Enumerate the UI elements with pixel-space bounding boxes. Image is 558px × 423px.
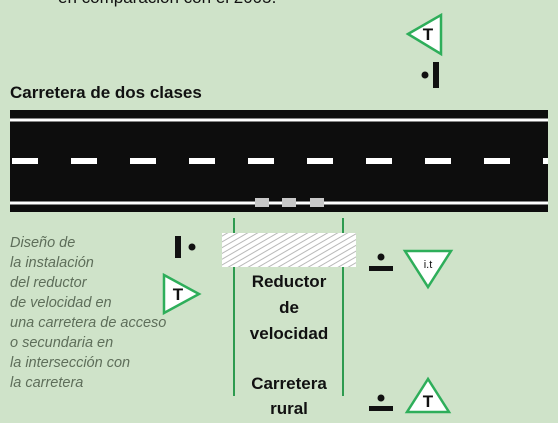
svg-text:i.t: i.t	[424, 259, 433, 271]
give-way-sign-left: T	[162, 272, 202, 316]
description-line: o secundaria en	[10, 335, 114, 351]
rural-road-label-line: rural	[270, 399, 308, 418]
rural-road-label: Carretera rural	[235, 372, 343, 422]
description-line: Diseño de	[10, 235, 76, 251]
sign-post-icon-left	[175, 236, 196, 258]
description-line: la instalación	[10, 255, 94, 271]
speed-reducer-band	[222, 233, 356, 267]
stop-line-dashes	[255, 198, 324, 207]
speed-reducer-label-line: Reductor	[251, 272, 327, 291]
description-line: la carretera	[10, 375, 84, 391]
description-line: del reductor	[10, 275, 87, 291]
svg-text:T: T	[173, 285, 184, 304]
give-way-sign-bottom: T	[404, 376, 452, 414]
installation-description: Diseño de la instalación del reductor de…	[10, 233, 210, 393]
sign-post-icon-right-upper	[369, 253, 393, 271]
sign-post-icon-top	[421, 62, 439, 88]
description-line: de velocidad en	[10, 295, 112, 311]
yield-sign-inverted: i.t	[402, 249, 454, 290]
description-line: la intersección con	[10, 355, 131, 371]
give-way-sign-top: T	[405, 12, 443, 57]
speed-reducer-label-line: velocidad	[249, 324, 329, 343]
speed-reducer-label: Reductor de velocidad	[235, 270, 343, 350]
sign-post-icon-right-lower	[369, 394, 393, 411]
speed-reducer-label-line: de	[279, 298, 299, 317]
main-road	[10, 110, 548, 212]
top-caption: en comparación con el 2005.	[58, 0, 276, 8]
road-title: Carretera de dos clases	[10, 83, 202, 102]
rural-road-label-line: Carretera	[251, 374, 327, 393]
center-dashed-line	[12, 158, 548, 164]
svg-text:T: T	[423, 25, 434, 44]
svg-text:T: T	[423, 392, 434, 411]
description-line: una carretera de acceso	[10, 315, 167, 331]
